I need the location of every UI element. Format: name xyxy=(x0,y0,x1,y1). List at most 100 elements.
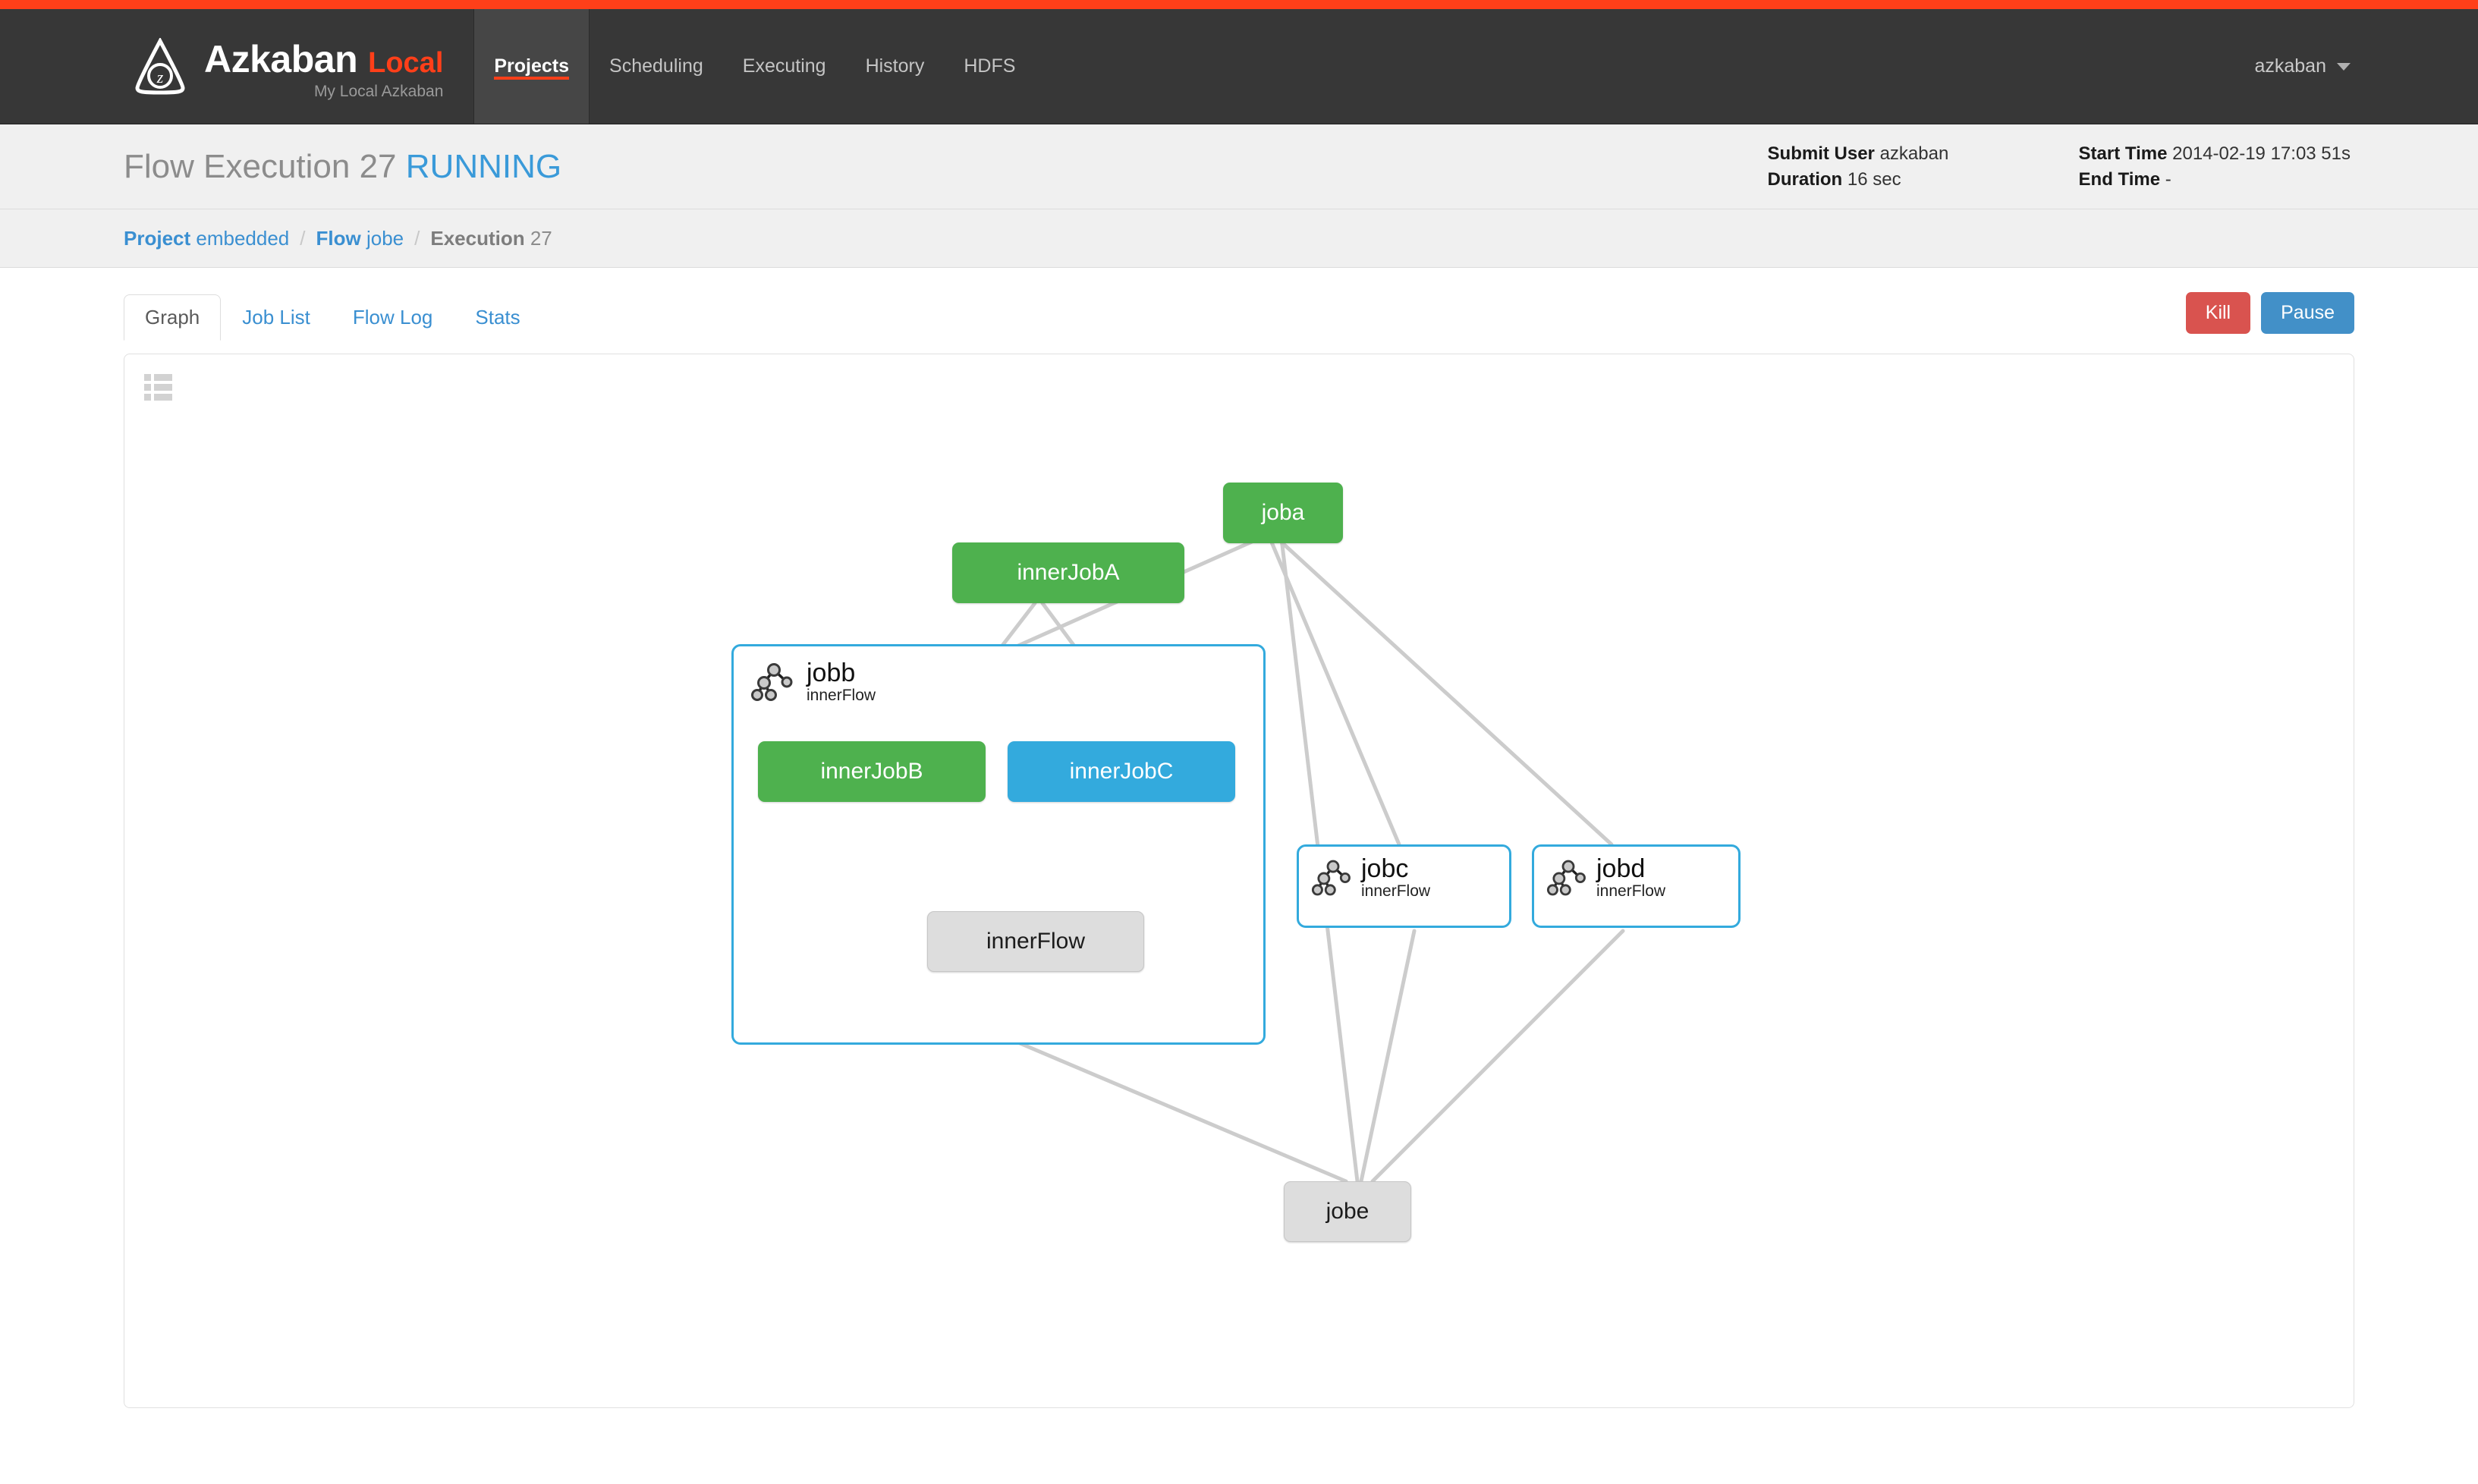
edge-jobd-jobe xyxy=(1370,929,1625,1184)
start-time-value: 2014-02-19 17:03 51s xyxy=(2172,143,2351,164)
breadcrumb-project-value: embedded xyxy=(196,226,290,250)
graph-subflow-jobc-header: jobc innerFlow xyxy=(1299,847,1509,900)
nav-item-projects[interactable]: Projects xyxy=(473,9,590,124)
breadcrumb-execution-value: 27 xyxy=(530,226,552,250)
tab-stats[interactable]: Stats xyxy=(454,294,541,341)
graph-node-innerJobC[interactable]: innerJobC xyxy=(1008,741,1235,802)
edge-jobc-jobe xyxy=(1359,929,1417,1184)
brand-suffix: Local xyxy=(368,46,444,79)
breadcrumb-separator-1: / xyxy=(300,226,306,250)
graph-subflow-jobc-type: innerFlow xyxy=(1361,882,1431,900)
brand-name: Azkaban xyxy=(204,37,358,80)
nav-item-executing[interactable]: Executing xyxy=(723,9,846,124)
edge-joba-jobc xyxy=(1268,536,1401,847)
nav-item-scheduling[interactable]: Scheduling xyxy=(590,9,723,124)
graph-subflow-jobb-name: jobb xyxy=(807,659,856,688)
graph-subflow-jobb-header: jobb innerFlow xyxy=(734,646,1263,704)
graph-node-joba-label: joba xyxy=(1261,500,1305,525)
breadcrumb-flow[interactable]: Flow jobe xyxy=(316,227,404,250)
flow-graph-icon xyxy=(1546,860,1586,896)
status-badge: RUNNING xyxy=(405,147,562,185)
submit-user-row: Submit User azkaban xyxy=(1768,143,2079,165)
flow-graph-icon xyxy=(751,663,793,701)
page-header: Flow Execution 27 RUNNING Submit User az… xyxy=(0,124,2478,209)
svg-text:z: z xyxy=(156,68,164,86)
graph-node-innerFlow[interactable]: innerFlow xyxy=(927,911,1144,972)
graph-toolbar[interactable] xyxy=(144,374,172,401)
submit-user-label: Submit User xyxy=(1767,143,1875,164)
breadcrumb-execution-label: Execution xyxy=(430,226,525,250)
breadcrumb-separator-2: / xyxy=(414,226,420,250)
graph-subflow-jobd-name: jobd xyxy=(1596,854,1646,883)
duration-label: Duration xyxy=(1767,168,1843,190)
nav-item-history[interactable]: History xyxy=(846,9,945,124)
nav-item-hdfs[interactable]: HDFS xyxy=(944,9,1035,124)
tab-flow-log-label: Flow Log xyxy=(352,306,433,329)
graph-node-jobe-label: jobe xyxy=(1325,1199,1370,1224)
tab-job-list-label: Job List xyxy=(242,306,310,329)
azkaban-triangle-logo-icon: z xyxy=(135,37,185,95)
flow-graph-icon xyxy=(1311,860,1351,896)
tab-graph[interactable]: Graph xyxy=(124,294,222,341)
page-title-text: Flow Execution 27 xyxy=(124,147,397,185)
nav-item-scheduling-label: Scheduling xyxy=(609,55,703,77)
edge-joba-jobd xyxy=(1275,536,1614,847)
graph-node-innerJobA-label: innerJobA xyxy=(1017,560,1120,585)
top-navbar: z Azkaban Local My Local Azkaban Project… xyxy=(0,9,2478,124)
graph-subflow-jobd-header: jobd innerFlow xyxy=(1534,847,1738,900)
end-time-label: End Time xyxy=(2078,168,2161,190)
start-time-row: Start Time 2014-02-19 17:03 51s xyxy=(2079,143,2351,165)
graph-subflow-jobd[interactable]: jobd innerFlow xyxy=(1532,844,1741,928)
nav-item-history-label: History xyxy=(865,55,925,77)
graph-subflow-jobd-type: innerFlow xyxy=(1596,882,1666,900)
graph-subflow-jobc[interactable]: jobc innerFlow xyxy=(1297,844,1511,928)
top-accent-bar xyxy=(0,0,2478,9)
graph-subflow-jobc-name: jobc xyxy=(1361,854,1409,883)
duration-row: Duration 16 sec xyxy=(1768,169,2079,190)
breadcrumb-flow-label: Flow xyxy=(316,226,361,250)
brand-logo-area[interactable]: z Azkaban Local My Local Azkaban xyxy=(0,9,443,124)
breadcrumb: Project embedded / Flow jobe / Execution… xyxy=(0,209,2478,268)
tab-bar: Graph Job List Flow Log Stats Kill Pause xyxy=(0,268,2478,341)
metadata-column-left: Submit User azkaban Duration 16 sec xyxy=(1768,143,2079,190)
submit-user-value: azkaban xyxy=(1879,143,1949,164)
graph-subflow-jobb-type: innerFlow xyxy=(807,686,876,704)
tab-job-list[interactable]: Job List xyxy=(221,294,332,341)
nav-item-projects-label: Projects xyxy=(494,55,570,77)
tab-flow-log[interactable]: Flow Log xyxy=(332,294,454,341)
kill-button[interactable]: Kill xyxy=(2185,292,2251,334)
graph-node-joba[interactable]: joba xyxy=(1223,483,1343,543)
graph-subflow-jobb[interactable]: jobb innerFlow xyxy=(731,644,1266,1045)
graph-node-innerJobC-label: innerJobC xyxy=(1069,759,1174,784)
breadcrumb-flow-value: jobe xyxy=(366,226,404,250)
flow-graph-panel: joba jobb inn xyxy=(124,354,2354,1408)
graph-node-jobe[interactable]: jobe xyxy=(1284,1181,1411,1242)
end-time-row: End Time - xyxy=(2079,169,2351,190)
end-time-value: - xyxy=(2165,168,2171,190)
graph-node-innerJobA[interactable]: innerJobA xyxy=(952,542,1184,603)
metadata-column-right: Start Time 2014-02-19 17:03 51s End Time… xyxy=(2079,143,2351,190)
execution-metadata: Submit User azkaban Duration 16 sec Star… xyxy=(1768,143,2351,190)
graph-node-innerJobB-label: innerJobB xyxy=(820,759,923,784)
tab-graph-label: Graph xyxy=(145,306,200,329)
breadcrumb-execution: Execution 27 xyxy=(430,227,552,250)
breadcrumb-project[interactable]: Project embedded xyxy=(124,227,289,250)
user-menu-label: azkaban xyxy=(2254,55,2326,77)
edge-jobb-jobe xyxy=(1017,1041,1348,1184)
list-view-icon[interactable] xyxy=(144,374,172,401)
nav-active-underline xyxy=(494,77,570,80)
graph-node-innerJobB[interactable]: innerJobB xyxy=(758,741,986,802)
tab-stats-label: Stats xyxy=(475,306,520,329)
nav-item-executing-label: Executing xyxy=(742,55,826,77)
execution-actions: Kill Pause xyxy=(2185,292,2354,340)
brand-subtitle: My Local Azkaban xyxy=(313,82,444,100)
nav-item-hdfs-label: HDFS xyxy=(964,55,1016,77)
chevron-down-icon xyxy=(2337,62,2351,71)
graph-node-innerFlow-label: innerFlow xyxy=(986,929,1086,954)
user-menu[interactable]: azkaban xyxy=(2254,9,2478,124)
page-title: Flow Execution 27 RUNNING xyxy=(124,148,561,186)
duration-value: 16 sec xyxy=(1847,168,1901,190)
breadcrumb-project-label: Project xyxy=(124,226,191,250)
primary-navigation: Projects Scheduling Executing History HD… xyxy=(473,9,1035,124)
pause-button[interactable]: Pause xyxy=(2261,292,2354,334)
